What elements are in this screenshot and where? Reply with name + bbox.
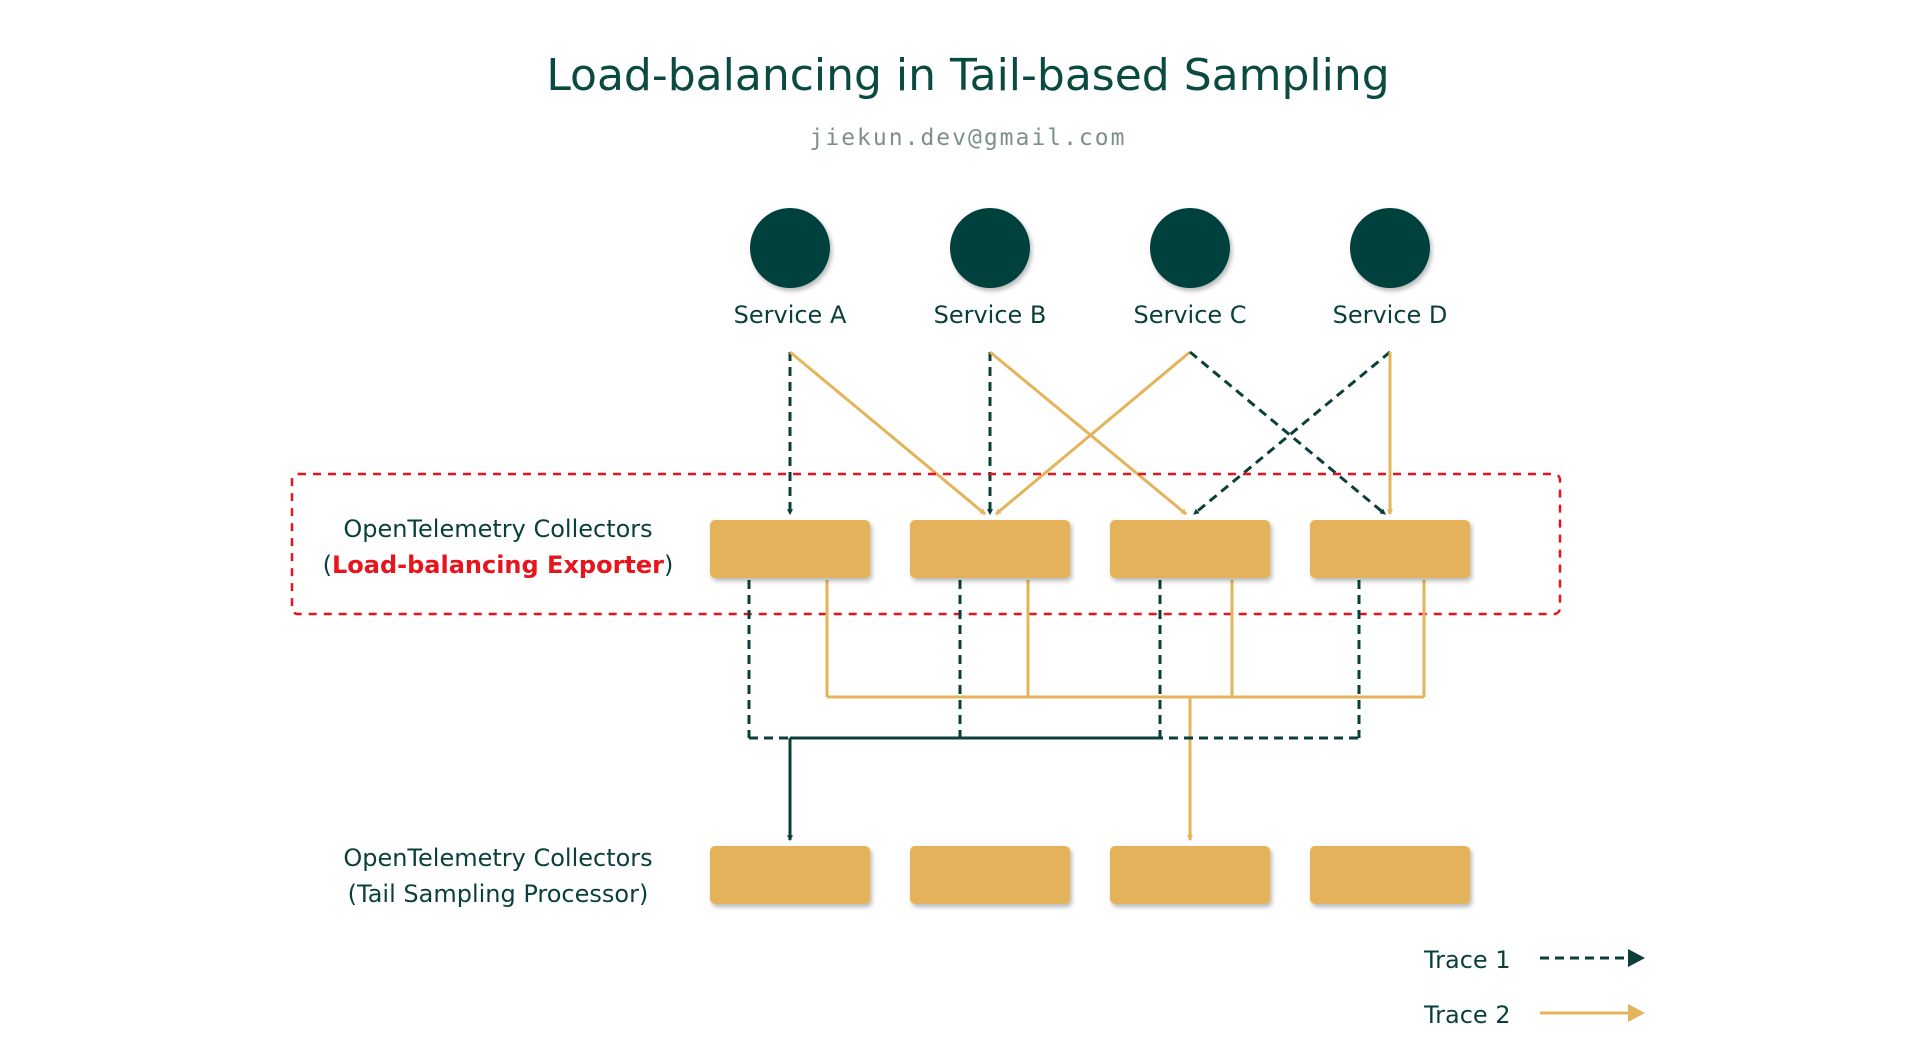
lb-collector-3 xyxy=(1110,520,1270,578)
service-a-label: Service A xyxy=(734,301,847,329)
service-d-label: Service D xyxy=(1333,301,1448,329)
legend-trace1-label: Trace 1 xyxy=(1423,946,1511,974)
lb-collector-2 xyxy=(910,520,1070,578)
lb-collector-1 xyxy=(710,520,870,578)
service-a-node xyxy=(750,208,830,288)
lb-row-open-paren: ( xyxy=(323,551,332,579)
diagram-subtitle: jiekun.dev@gmail.com xyxy=(810,125,1127,151)
lb-row-label-line2: (Load-balancing Exporter) xyxy=(323,551,674,579)
tail-row-label-line2: (Tail Sampling Processor) xyxy=(348,880,649,908)
edge-b-trace2 xyxy=(989,350,1187,516)
service-c: Service C xyxy=(1133,208,1247,329)
diagram-title: Load-balancing in Tail-based Sampling xyxy=(546,50,1389,101)
lb-row-close-paren: ) xyxy=(664,551,673,579)
legend: Trace 1 Trace 2 xyxy=(1423,946,1645,1029)
service-edges xyxy=(787,350,1393,516)
tail-collectors xyxy=(710,846,1470,904)
lb-row-label-line1: OpenTelemetry Collectors xyxy=(343,515,652,543)
service-b-node xyxy=(950,208,1030,288)
service-b-label: Service B xyxy=(934,301,1047,329)
service-d-node xyxy=(1350,208,1430,288)
edge-c-trace1 xyxy=(1189,350,1386,516)
edge-c-trace2 xyxy=(995,350,1191,516)
legend-trace2-label: Trace 2 xyxy=(1423,1001,1511,1029)
service-d: Service D xyxy=(1333,208,1448,329)
service-b: Service B xyxy=(934,208,1047,329)
service-c-node xyxy=(1150,208,1230,288)
legend-trace1-arrowhead xyxy=(1628,949,1645,967)
load-balancing-group-border xyxy=(290,472,1562,616)
tail-collector-3 xyxy=(1110,846,1270,904)
edge-a-trace2 xyxy=(789,350,986,516)
legend-trace2-arrowhead xyxy=(1628,1004,1645,1022)
service-a: Service A xyxy=(734,208,847,329)
lb-row-emphasis: Load-balancing Exporter xyxy=(332,551,664,579)
tail-collector-1 xyxy=(710,846,870,904)
tail-row-label-line1: OpenTelemetry Collectors xyxy=(343,844,652,872)
trace1-routing xyxy=(747,580,1361,842)
service-c-label: Service C xyxy=(1133,301,1246,329)
trace2-routing xyxy=(825,580,1426,842)
edge-d-trace1 xyxy=(1193,350,1391,516)
tail-collector-2 xyxy=(910,846,1070,904)
lb-collector-4 xyxy=(1310,520,1470,578)
tail-collector-4 xyxy=(1310,846,1470,904)
lb-collectors xyxy=(710,520,1470,578)
